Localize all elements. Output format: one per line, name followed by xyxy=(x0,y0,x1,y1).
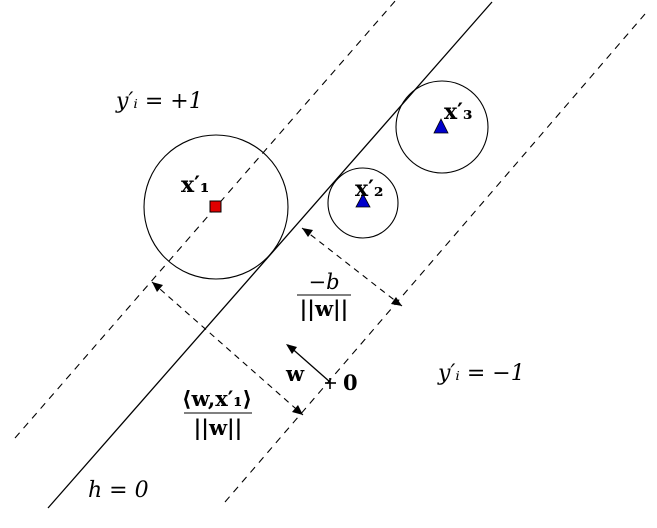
projection-margin-arrow xyxy=(151,281,304,416)
label-class-positive: y′ᵢ = +1 xyxy=(115,89,203,114)
label-x2: x′₂ xyxy=(355,176,384,202)
margin-line-positive xyxy=(14,0,397,439)
label-origin: 0 xyxy=(343,370,358,395)
label-bias-numerator: −b xyxy=(308,270,339,294)
label-x3: x′₃ xyxy=(444,99,473,125)
projection-arrowhead-start xyxy=(152,282,163,292)
circle-x2 xyxy=(327,167,399,239)
point-x3-triangle xyxy=(433,118,449,134)
margin-line-negative xyxy=(224,13,646,503)
label-x1: x′₁ xyxy=(181,172,210,198)
bias-margin-arrow xyxy=(301,227,403,307)
point-x1-square xyxy=(209,200,222,213)
bias-arrowhead-end xyxy=(391,297,402,306)
point-x2-triangle xyxy=(355,193,371,208)
circle-x1 xyxy=(143,134,289,280)
w-vector-arrowhead xyxy=(286,344,297,354)
projection-arrowhead-end xyxy=(292,405,303,415)
label-projection-numerator: ⟨w,x′₁⟩ xyxy=(182,386,252,411)
circle-x3 xyxy=(395,80,489,174)
w-vector-arrow xyxy=(287,344,331,383)
label-bias-denominator: ||w|| xyxy=(300,296,349,321)
label-projection-denominator: ||w|| xyxy=(194,415,243,440)
bias-arrowhead-start xyxy=(302,228,313,237)
label-w: w xyxy=(285,361,305,386)
label-class-negative: y′ᵢ = −1 xyxy=(437,361,525,386)
label-hyperplane: h = 0 xyxy=(88,478,149,503)
